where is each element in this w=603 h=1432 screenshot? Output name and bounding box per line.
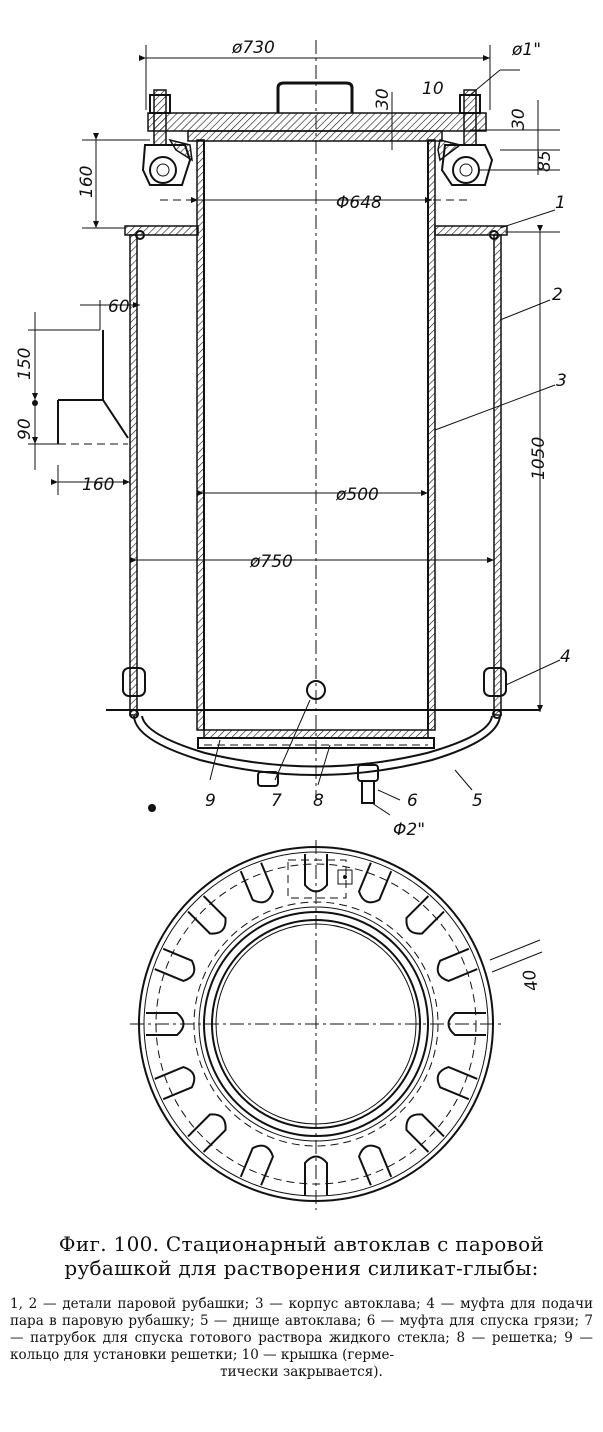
part-label-9: 9 bbox=[205, 791, 216, 811]
part-label-4: 4 bbox=[560, 647, 571, 667]
dim-150: 150 bbox=[15, 348, 35, 380]
dim-60: 60 bbox=[108, 297, 130, 317]
dim-648: Φ648 bbox=[336, 193, 382, 213]
dim-1in: ø1" bbox=[511, 40, 541, 60]
dim-2in: Φ2" bbox=[393, 820, 425, 840]
drain-coupling-left bbox=[257, 771, 279, 787]
dim-500: ø500 bbox=[335, 485, 379, 505]
dim-30-right: 30 bbox=[509, 108, 529, 130]
caption-legend-text: 1, 2 — детали паровой рубашки; 3 — корпу… bbox=[10, 1296, 593, 1363]
lid-handle bbox=[276, 81, 354, 113]
side-nozzle bbox=[57, 330, 129, 445]
jacket-wall-right bbox=[493, 234, 502, 716]
part-label-6: 6 bbox=[407, 791, 418, 811]
autoclave-drawing: ø730 ø1" 30 30 85 160 Φ648 60 150 90 160… bbox=[15, 38, 571, 1210]
dim-30-lid: 30 bbox=[373, 88, 393, 110]
part-label-8: 8 bbox=[313, 791, 324, 811]
lid bbox=[147, 112, 487, 132]
figure-caption: Фиг. 100. Стационарный автоклав с парово… bbox=[10, 1232, 593, 1381]
top-fitting bbox=[287, 859, 347, 899]
caption-legend-end: тически закрывается). bbox=[220, 1364, 383, 1380]
dim-160-top: 160 bbox=[77, 166, 97, 198]
dim-40: 40 bbox=[519, 968, 542, 993]
dim-730: ø730 bbox=[231, 38, 275, 58]
part-label-2: 2 bbox=[552, 285, 563, 305]
dim-1050: 1050 bbox=[529, 437, 549, 480]
left-clamp bbox=[141, 89, 193, 186]
outlet-pipe bbox=[306, 680, 326, 700]
part-label-1: 1 bbox=[555, 193, 566, 213]
part-label-3: 3 bbox=[556, 371, 567, 391]
dim-90: 90 bbox=[15, 418, 35, 440]
upper-flange bbox=[187, 130, 443, 142]
inner-body bbox=[196, 139, 436, 731]
part-label-5: 5 bbox=[472, 791, 483, 811]
dimension-lines bbox=[28, 45, 561, 816]
caption-title: Фиг. 100. Стационарный автоклав с парово… bbox=[58, 1232, 545, 1280]
caption-legend: 1, 2 — детали паровой рубашки; 3 — корпу… bbox=[10, 1296, 593, 1381]
side-section-view bbox=[57, 40, 540, 804]
part-label-7: 7 bbox=[271, 791, 282, 811]
dim-85: 85 bbox=[535, 150, 555, 172]
radial-slots bbox=[146, 854, 486, 1195]
jacket-flange-right bbox=[434, 225, 508, 236]
part-label-10: 10 bbox=[422, 79, 444, 99]
bottom-dish bbox=[133, 715, 501, 776]
plan-view: 40 bbox=[130, 840, 543, 1210]
grid-ring bbox=[197, 737, 435, 749]
steam-coupling-left bbox=[122, 667, 146, 697]
dim-750: ø750 bbox=[249, 552, 293, 572]
grid bbox=[203, 729, 429, 739]
right-clamp bbox=[437, 89, 494, 186]
print-dot bbox=[148, 804, 156, 812]
jacket-flange bbox=[124, 225, 199, 236]
jacket-wall-left bbox=[129, 234, 138, 716]
dim-160-side: 160 bbox=[82, 475, 114, 495]
steam-coupling-right bbox=[483, 667, 507, 697]
